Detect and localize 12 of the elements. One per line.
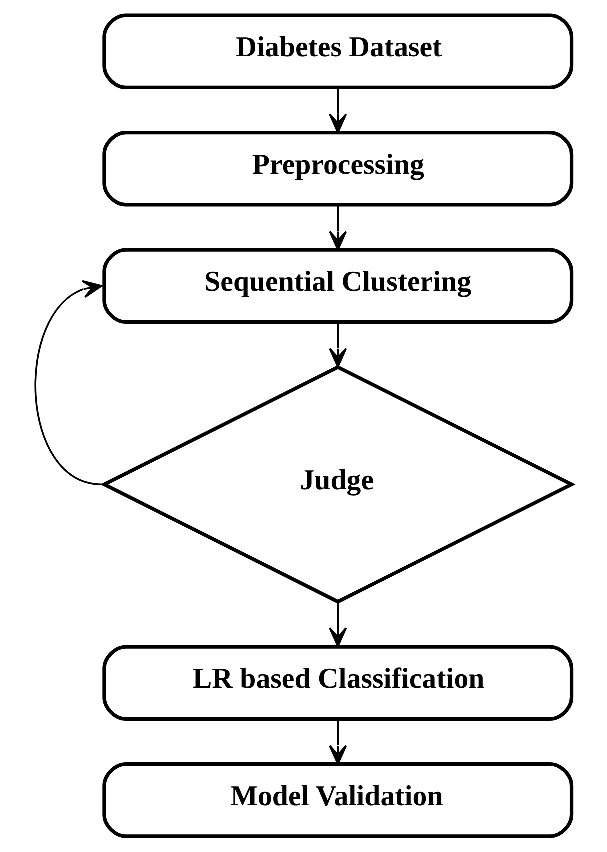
- node-diamond: Judge: [100, 365, 576, 604]
- arrow: [329, 602, 348, 648]
- arrow: [35, 280, 103, 486]
- node-box: Diabetes Dataset: [102, 14, 574, 90]
- node-box: LR based Classification: [102, 645, 574, 721]
- node-box: Model Validation: [102, 762, 574, 838]
- arrow: [329, 205, 348, 251]
- node-box: Preprocessing: [102, 131, 574, 207]
- arrow: [329, 720, 348, 765]
- arrow: [329, 322, 348, 368]
- node-box: Sequential Clustering: [102, 248, 574, 324]
- arrow: [329, 88, 348, 134]
